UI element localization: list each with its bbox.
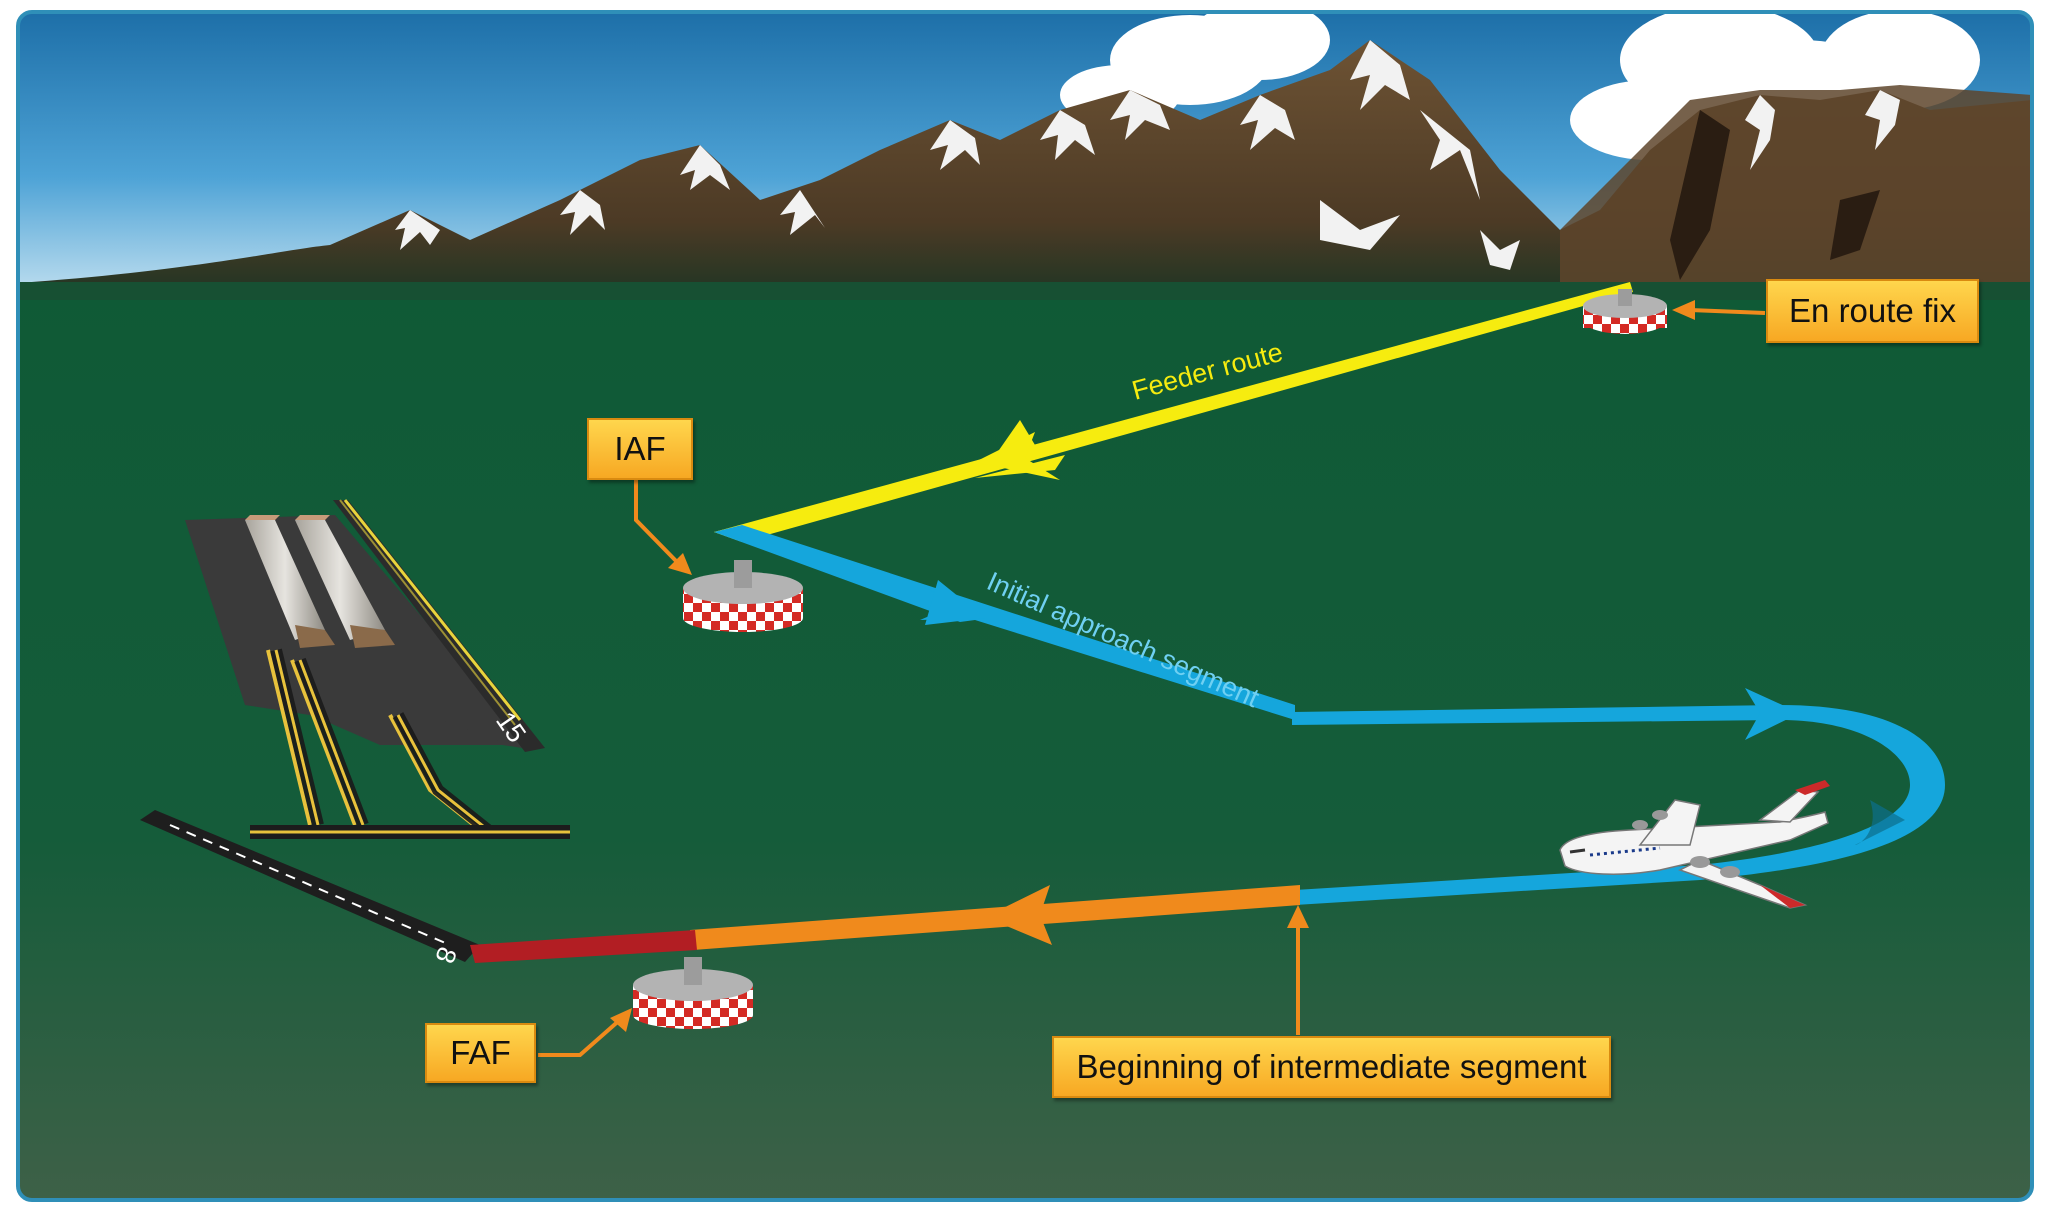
iaf-callout: IAF [587, 418, 693, 480]
airplane-icon [1559, 780, 1830, 909]
mountain-range [18, 40, 2032, 300]
navaid-icon [683, 560, 803, 632]
feeder-arrowhead [975, 432, 1060, 480]
navaid-icon [1583, 289, 1667, 334]
navaid-icon [633, 957, 753, 1029]
faf-callout: FAF [425, 1023, 536, 1083]
initial-arrowhead-2 [1745, 688, 1800, 740]
intermediate-segment [690, 885, 1300, 950]
callout-arrows [538, 300, 1766, 1057]
hangars [245, 515, 395, 648]
ground [18, 282, 2032, 1200]
initial-approach-segment [714, 525, 1945, 905]
airport: 15 8 [140, 499, 570, 967]
intermediate-callout: Beginning of intermediate segment [1052, 1036, 1611, 1098]
final-segment [470, 930, 697, 963]
intermediate-arrowhead [985, 885, 1052, 945]
frame [16, 10, 2034, 1202]
en-route-fix-callout: En route fix [1766, 279, 1979, 343]
